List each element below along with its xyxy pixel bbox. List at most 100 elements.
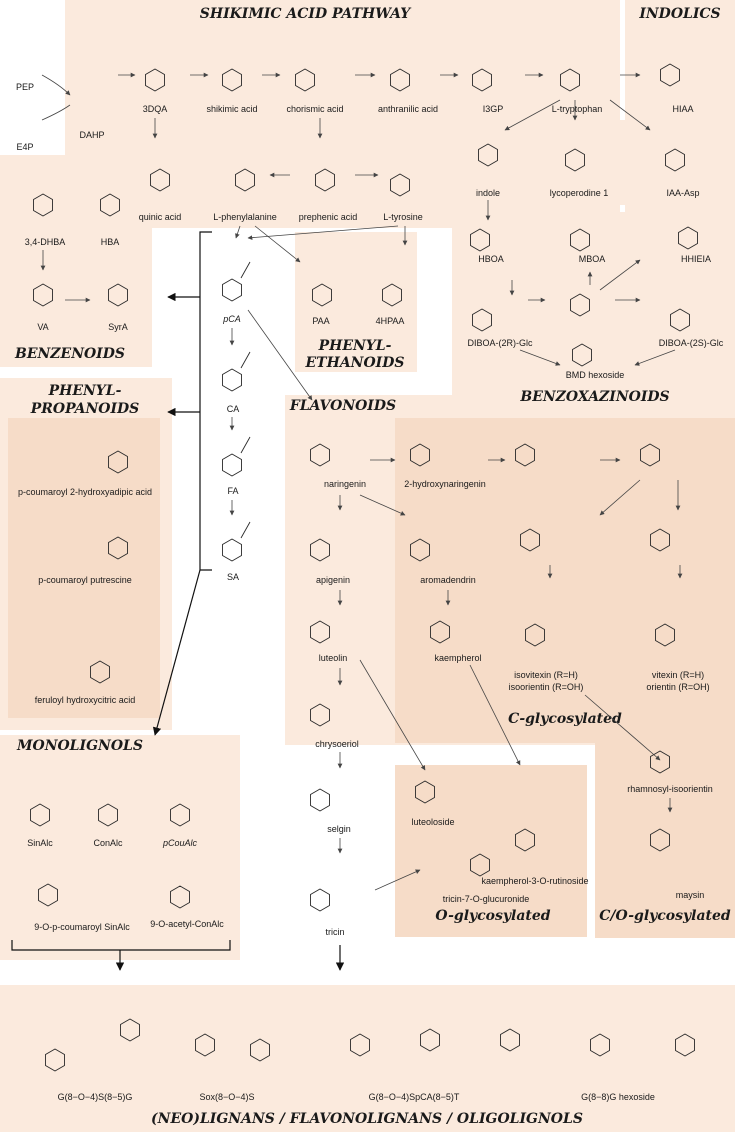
benzoxazinoids-panel [452,212,735,407]
label-pcoualc: pCouAlc [162,838,198,848]
arrow-phenylalanine-paa [254,225,301,263]
label-hboa: HBOA [478,254,504,264]
label-hiaa: HIAA [672,104,693,114]
label-l-tryptophan: L-tryptophan [552,104,603,114]
label-luteolin: luteolin [319,653,348,663]
label-va: VA [37,322,48,332]
benzenoids-panel [0,155,152,367]
structure-drawings [30,63,698,1072]
ring-ca [222,368,242,392]
ring-lycoperodine [565,148,585,172]
label-tricin: tricin [325,927,344,937]
ring-apigenin [310,538,330,562]
ring-prephenic [315,168,335,192]
ring-phenylalanine [235,168,255,192]
label-maysin: maysin [676,890,705,900]
ring-shikimic [222,68,242,92]
ring-naringenin [310,443,330,467]
arrow-naringenin-aromadendrin [359,494,406,516]
ring-luteoloside [415,780,435,804]
label-rhamnosyl-isoorientin: rhamnosyl-isoorientin [627,784,713,794]
ring-hba [100,193,120,217]
ring-diboa-2s [670,308,690,332]
label-hba: HBA [101,237,120,247]
ring-acetyl-conalc [170,885,190,909]
label-sinalc: SinAlc [27,838,53,848]
ring-lignan-3a [350,1033,370,1057]
class-brackets [11,231,345,971]
title-phenylpropanoids-2: PROPANOIDS [30,401,140,417]
ring-dhba [33,193,53,217]
arrow-kaempherol-rutinoside [469,664,521,766]
arrow-luteolin-luteoloside [359,659,426,771]
label-apigenin: apigenin [316,575,350,585]
title-lignans: (NEO)LIGNANS / FLAVONOLIGNANS / OLIGOLIG… [151,1111,583,1127]
label-sa: SA [227,572,239,582]
arrow-diboa2r-bmd [519,349,561,366]
ring-lignan-2a [195,1033,215,1057]
side-chain-1 [240,351,251,369]
label-kaempherol-rutinoside: kaempherol-3-O-rutinoside [481,876,588,886]
label-shikimic-acid: shikimic acid [206,104,257,114]
ring-tricin-glucuronide [470,853,490,877]
ring-pca [222,278,242,302]
ring-vitexin [655,623,675,647]
ring-mboa [570,228,590,252]
reaction-arrows [40,72,683,891]
ring-selgin [310,788,330,812]
title-o-glycosylated: O-glycosylated [435,908,550,924]
ring-isovitexin [525,623,545,647]
label-conalc: ConAlc [93,838,123,848]
label-fa: FA [227,486,238,496]
arrow-tyrosine-pca [247,225,399,241]
label-syra: SyrA [108,322,128,332]
label-vitexin: vitexin (R=H) [652,670,704,680]
title-phenylpropanoids-1: PHENYL- [48,383,122,399]
arrow-diboa2s-bmd [634,349,676,366]
label-l-tyrosine: L-tyrosine [383,212,423,222]
title-shikimic: SHIKIMIC ACID PATHWAY [200,6,412,22]
o-glycosylated-panel [395,765,587,937]
label-luteoloside: luteoloside [411,817,454,827]
ring-lignan-2b [250,1038,270,1062]
ring-cglc-right [650,528,670,552]
ring-hhieia [678,226,698,250]
label-2-hydroxynaringenin: 2-hydroxynaringenin [404,479,486,489]
ring-hiaa [660,63,680,87]
ring-quinic [150,168,170,192]
ring-pcoum-putrescine [108,536,128,560]
label-ca: CA [227,404,240,414]
label-isoorientin: isoorientin (R=OH) [509,682,584,692]
arrow-isoorientin-rhamnosyl [584,694,661,761]
co-glycosylated-panel [595,738,735,938]
ring-kaempherol [430,620,450,644]
ring-sa [222,538,242,562]
ring-anthranilic [390,68,410,92]
side-chain-0 [240,261,251,279]
side-chain-3 [240,521,251,539]
arrow-cglc-left [599,479,641,516]
label-pep: PEP [16,82,34,92]
ring-maysin [650,828,670,852]
ring-hboa [470,228,490,252]
label-e4p: E4P [16,142,33,152]
label-kaempherol: kaempherol [434,653,481,663]
ring-open-chalcone [515,443,535,467]
ring-tryptophan [560,68,580,92]
label-pcoum-adipic: p-coumaroyl 2-hydroxyadipic acid [18,487,152,497]
arrow-tricin-glucuronide [374,869,421,891]
ring-2-hydroxynaringenin [410,443,430,467]
label-sinalc-pcoumaroyl: 9-O-p-coumaroyl SinAlc [34,922,130,932]
bracket-monolignols [11,940,231,951]
bracket-hydroxycinnamic-acids [199,231,212,571]
label-diboa-2s: DIBOA-(2S)-Glc [659,338,724,348]
title-co-glycosylated: C/O-glycosylated [599,908,731,924]
ring-lignan-3c [500,1028,520,1052]
title-indolics: INDOLICS [638,6,720,22]
label-paa: PAA [312,316,329,326]
arrow-to-monolignols [152,569,201,736]
monolignols-panel [0,735,240,960]
title-benzoxazinoids: BENZOXAZINOIDS [519,389,669,405]
title-benzenoids: BENZENOIDS [14,346,125,362]
label-acetyl-conalc: 9-O-acetyl-ConAlc [150,919,224,929]
